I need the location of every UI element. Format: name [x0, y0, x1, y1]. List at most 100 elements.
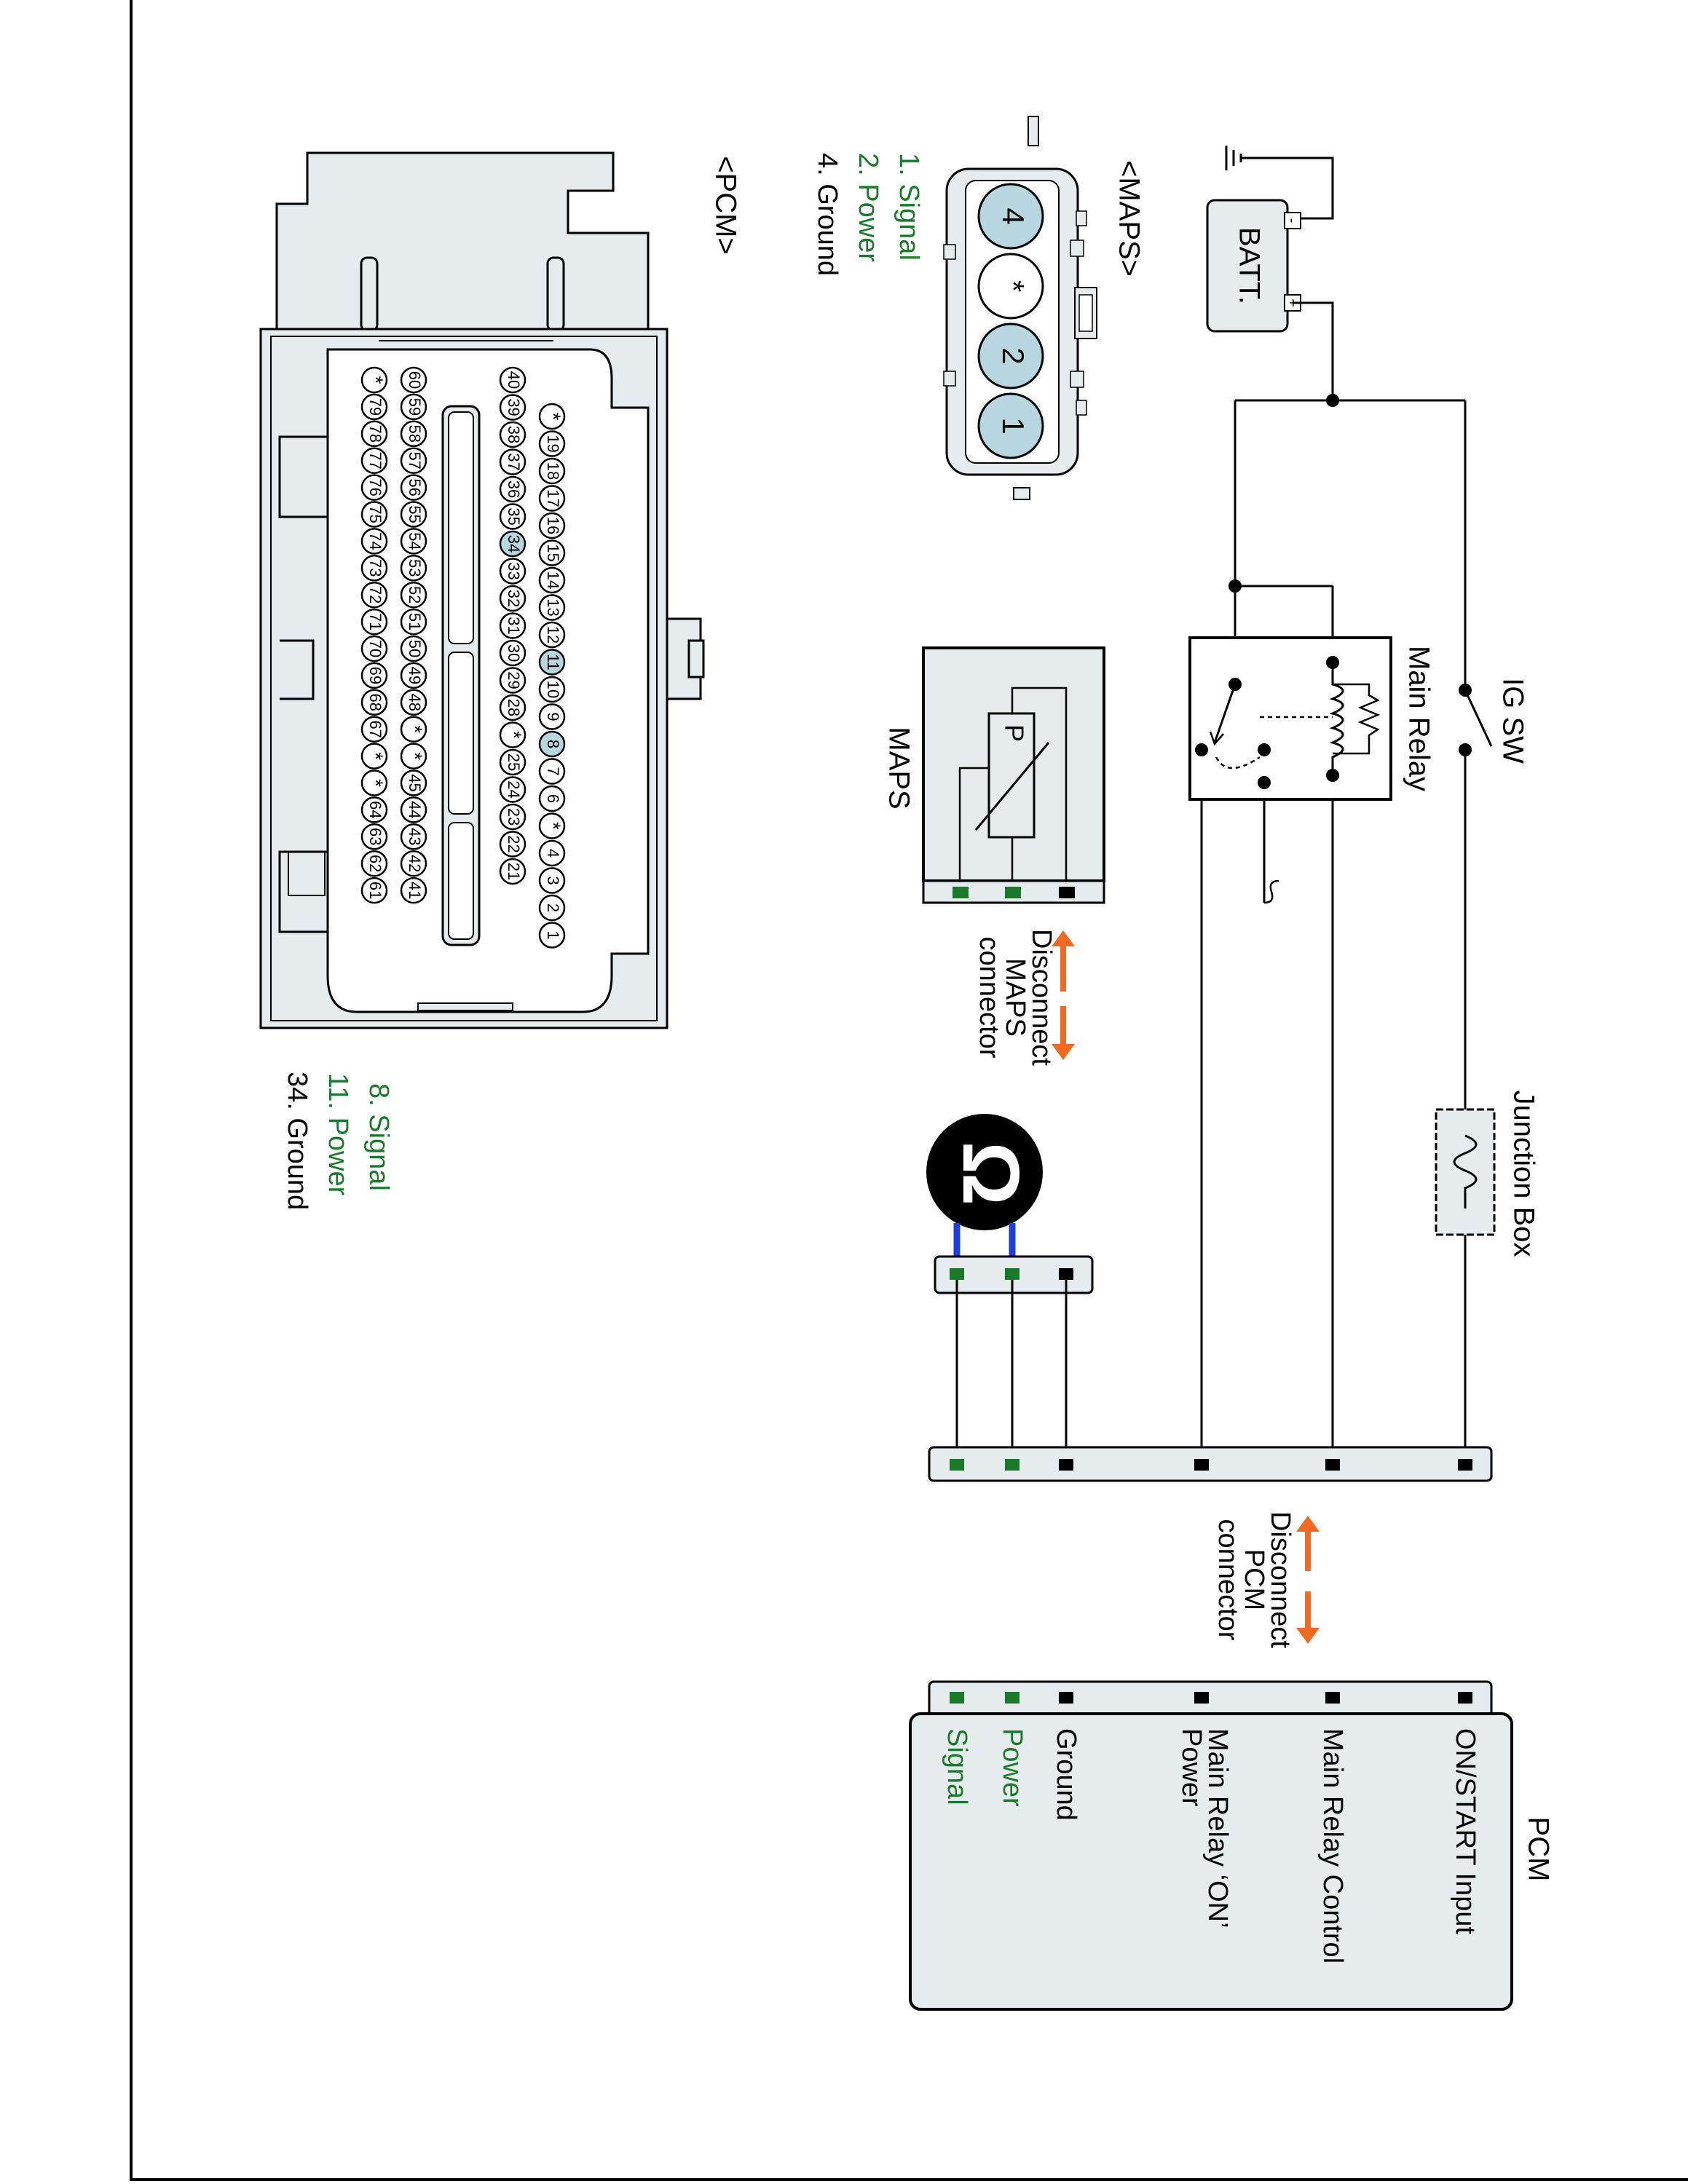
maps-face-pin: 4: [996, 207, 1030, 224]
maps-connector-title: <MAPS>: [1113, 160, 1145, 277]
pcm-pin-55: [400, 501, 427, 528]
pcm-pin-76: [360, 474, 388, 501]
pcm-pin-label: 14: [544, 571, 562, 589]
pcm-pin-label: 51: [406, 613, 424, 630]
pcm-pin-45: [400, 769, 427, 796]
pcm-pin-label: 16: [544, 517, 562, 534]
maps-legend-signal: 1. Signal: [894, 153, 924, 261]
maps-pin-signal: [953, 887, 969, 898]
maps-to-pcm-wires: [955, 1280, 1068, 1463]
pcm-pin-label: *: [503, 731, 526, 739]
pcm-pin-8: [538, 730, 566, 758]
pcm-pin-78: [360, 420, 388, 448]
pcm-pin-17: [538, 485, 566, 512]
pcm-title: PCM: [1522, 1817, 1554, 1882]
pcm-pin-main-relay-control: Main Relay Control: [1317, 1728, 1348, 1963]
relay-coil: [1329, 662, 1344, 775]
maps-sensor: P MAPS: [883, 646, 1105, 904]
pcm-pin-18: [538, 457, 566, 485]
pcm-pin-59: [400, 393, 427, 421]
pcm-legend-signal: 8. Signal: [363, 1083, 394, 1191]
pcm-pin-label: 28: [505, 699, 523, 716]
maps-pin-ground: [1059, 887, 1075, 898]
pcm-pin-label: 56: [406, 478, 424, 496]
pcm-pin-label: 78: [366, 425, 384, 443]
pcm-block: PCM ON/START Input Main Relay Control Ma…: [909, 1680, 1554, 2011]
pcm-pin-24: [499, 776, 526, 803]
pcm-pin-34: [499, 530, 526, 558]
pcm-pin-label: 75: [366, 505, 384, 523]
pcm-pin-label: 15: [544, 544, 562, 561]
maps-symbol-label: P: [999, 724, 1029, 742]
pcm-pin-70: [360, 635, 388, 662]
pcm-pin-label: 19: [544, 435, 562, 452]
pcm-pin-label: 30: [505, 644, 523, 662]
pcm-pin-label: 67: [366, 720, 384, 737]
pcm-pin-label: 33: [505, 562, 523, 579]
pcm-pin-label: 49: [406, 667, 424, 684]
pcm-disconnect-label: Disconnect PCM connector: [1212, 1511, 1295, 1648]
maps-legend-ground: 4. Ground: [812, 153, 843, 276]
ohmmeter: Ω: [926, 1114, 1043, 1273]
pcm-pin-label: 42: [406, 855, 424, 872]
pcm-pin-68: [360, 689, 388, 716]
pcm-pin-39: [499, 394, 526, 421]
svg-text:connector: connector: [974, 937, 1004, 1059]
pcm-pin-label: 21: [505, 863, 523, 880]
pcm-pin-1: [538, 922, 566, 949]
pcm-pin-75: [360, 501, 388, 528]
pcm-pin-label: 37: [505, 453, 523, 470]
pcm-pin-32: [499, 585, 526, 612]
maps-legend-power: 2. Power: [853, 153, 883, 262]
pcm-pin-label: 44: [406, 801, 424, 818]
pcm-pin-6: [538, 785, 566, 812]
pcm-pin-label: 23: [505, 808, 523, 826]
pcm-pin-label: 35: [505, 507, 523, 525]
maps-face-pin: 1: [996, 417, 1030, 434]
pcm-pin-main-relay-on-power: Power: [1176, 1728, 1207, 1807]
pcm-pin-label: 62: [366, 855, 384, 872]
pcm-pin-56: [400, 474, 427, 501]
pcm-pin-label: *: [404, 752, 427, 760]
pcm-pin-label: *: [543, 822, 565, 830]
pcm-pin-label: 36: [505, 480, 523, 498]
pcm-pin-label: 41: [406, 882, 424, 899]
pcm-connector-legend: 8. Signal 11. Power 34. Ground: [282, 1072, 394, 1210]
pcm-pin-label: 13: [544, 598, 562, 616]
ohm-symbol: Ω: [946, 1142, 1036, 1206]
pcm-pin-label: 60: [406, 371, 424, 389]
pcm-pin-51: [400, 608, 427, 636]
junction-box: Junction Box: [1435, 1090, 1539, 1257]
pcm-connector-pins: *191817161514131211109876*43214039383736…: [360, 366, 566, 949]
pcm-pin-15: [538, 539, 566, 566]
pcm-pin-label: 48: [406, 694, 424, 711]
pcm-pin-label: 3: [544, 876, 562, 885]
pcm-pin-21: [499, 858, 526, 885]
junction-dot: [1228, 579, 1242, 593]
pcm-pin-label: 52: [406, 586, 424, 604]
pcm-pin-12: [538, 621, 566, 649]
pcm-pin-13: [538, 594, 566, 621]
pcm-pin-label: 76: [366, 478, 384, 496]
pcm-pin-label: 11: [544, 654, 562, 670]
pcm-pin-23: [499, 803, 526, 831]
maps-connector-legend: 1. Signal 2. Power 4. Ground: [812, 153, 924, 276]
pcm-pin-label: 55: [406, 505, 424, 523]
pcm-pin-43: [400, 823, 427, 850]
pcm-pin-label: 64: [366, 801, 384, 818]
pcm-pin-label: 45: [406, 774, 424, 791]
pcm-pin-label: 17: [544, 489, 562, 507]
pcm-pin-14: [538, 566, 566, 594]
pcm-pin-power: Power: [997, 1728, 1028, 1807]
ground-symbol-icon: [1225, 146, 1293, 170]
pcm-pin-label: 54: [406, 532, 424, 550]
ohmmeter-icon: [926, 1114, 1043, 1230]
pcm-pin-35: [499, 503, 526, 530]
pcm-pin-label: 22: [505, 835, 523, 852]
junction-box-label: Junction Box: [1507, 1090, 1539, 1257]
pcm-pin-label: 43: [406, 828, 424, 845]
pcm-pin-label: 58: [406, 425, 424, 443]
pcm-pin-49: [400, 662, 427, 689]
